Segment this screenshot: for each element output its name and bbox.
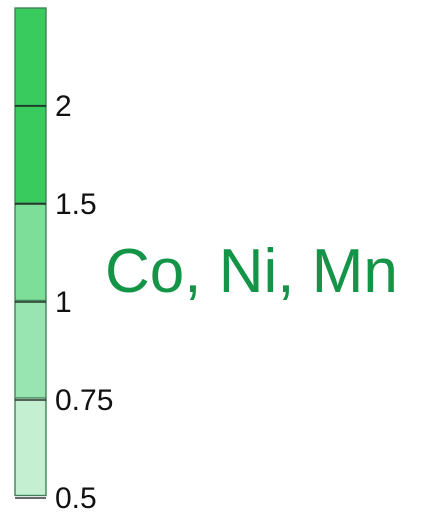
legend-band-3 bbox=[14, 299, 47, 399]
legend-title: Co, Ni, Mn bbox=[105, 237, 398, 306]
legend-tick-label-3: 0.75 bbox=[55, 384, 113, 417]
legend-outline bbox=[14, 7, 47, 497]
legend-band-1 bbox=[14, 104, 47, 204]
legend-band-4 bbox=[14, 397, 47, 497]
legend-band-2 bbox=[14, 202, 47, 302]
legend-band-0 bbox=[14, 7, 47, 107]
legend-tick-label-0: 2 bbox=[55, 90, 72, 123]
legend-tick-label-4: 0.5 bbox=[55, 482, 97, 515]
legend-tick-label-1: 1.5 bbox=[55, 188, 97, 221]
legend-tick-label-2: 1 bbox=[55, 286, 72, 319]
